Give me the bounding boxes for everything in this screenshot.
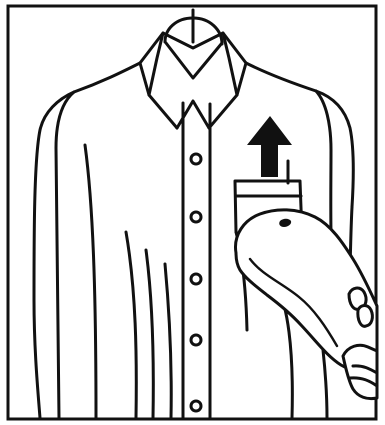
shirt-button-3 <box>191 274 201 284</box>
steamer-control-lower <box>358 306 373 327</box>
shirt-button-1 <box>191 154 201 164</box>
shirt-button-2 <box>191 212 201 222</box>
shirt-button-4 <box>191 335 201 345</box>
shirt-button-5 <box>191 401 201 411</box>
